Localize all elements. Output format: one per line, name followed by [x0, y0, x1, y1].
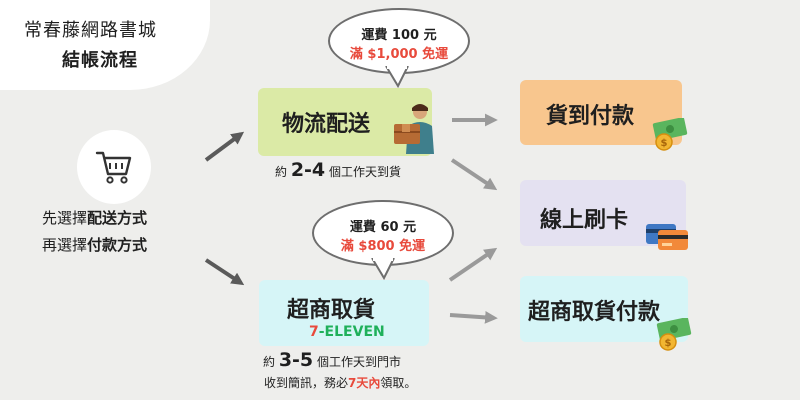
convenience-free-threshold: 滿 $800 免運	[340, 239, 426, 254]
bubble-tail	[371, 258, 395, 281]
svg-text:$: $	[661, 138, 668, 149]
bubble-tail	[385, 66, 409, 89]
payment-cod-option[interactable]: 貨到付款 $	[520, 80, 688, 151]
convenience-fee-bubble: 運費 60 元 滿 $800 免運	[312, 200, 454, 266]
page-subtitle: 結帳流程	[62, 50, 138, 71]
logistics-option[interactable]: 物流配送	[258, 88, 434, 156]
logistics-delivery-time: 約 2-4 個工作天到貨	[275, 159, 401, 181]
cash-coin-icon: $	[652, 118, 688, 151]
payment-store-option[interactable]: 超商取貨付款 $	[520, 276, 692, 351]
svg-text:$: $	[665, 338, 672, 349]
store-pay-label: 超商取貨付款	[528, 300, 661, 325]
page-title: 常春藤網路書城	[24, 20, 157, 41]
seven-eleven-brand: 7-ELEVEN	[309, 324, 385, 340]
payment-credit-option[interactable]: 線上刷卡	[520, 180, 688, 250]
delivery-person-icon	[394, 104, 434, 154]
logistics-fee-bubble: 運費 100 元 滿 $1,000 免運	[328, 8, 470, 74]
convenience-store-option[interactable]: 超商取貨 7-ELEVEN	[259, 280, 429, 346]
cart-circle	[77, 130, 151, 204]
credit-cards-icon	[646, 224, 688, 250]
logistics-label: 物流配送	[282, 112, 371, 137]
arrow-convenience-to-storepay	[449, 311, 498, 324]
convenience-label: 超商取貨	[287, 298, 376, 323]
cart-icon	[95, 151, 132, 184]
cash-coin-icon: $	[656, 318, 692, 351]
convenience-delivery-time: 約 3-5 個工作天到門市	[263, 349, 401, 371]
arrow-cart-to-convenience	[204, 258, 245, 286]
instruction-line-2: 再選擇付款方式	[42, 236, 148, 254]
pickup-deadline-note: 收到簡訊，務必7天內領取。	[264, 376, 417, 390]
title-blob	[0, 0, 210, 90]
convenience-fee: 運費 60 元	[349, 220, 417, 235]
instruction-line-1: 先選擇配送方式	[42, 209, 148, 227]
cod-label: 貨到付款	[546, 104, 635, 129]
credit-label: 線上刷卡	[540, 208, 629, 233]
arrow-convenience-to-credit	[448, 247, 498, 282]
arrow-logistics-to-credit	[450, 158, 498, 191]
arrow-cart-to-logistics	[204, 131, 245, 162]
logistics-free-threshold: 滿 $1,000 免運	[349, 47, 449, 62]
logistics-fee: 運費 100 元	[361, 28, 437, 43]
